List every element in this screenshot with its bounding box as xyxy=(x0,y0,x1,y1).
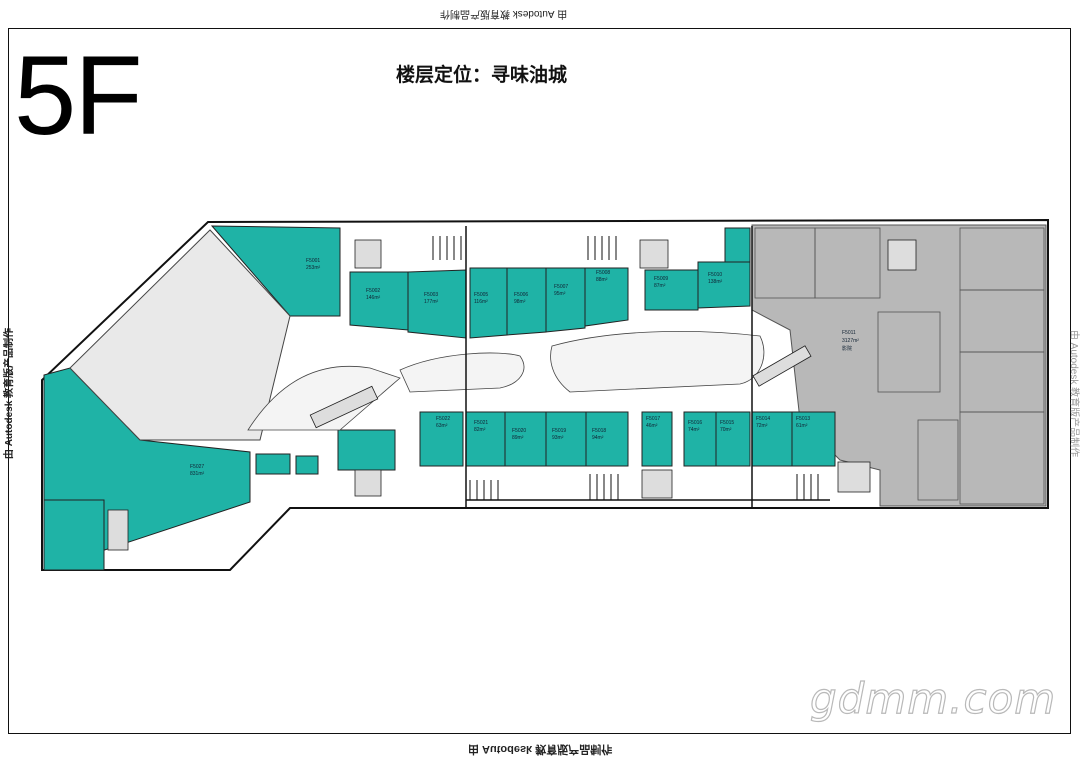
floor-label: 5F xyxy=(14,33,143,158)
bottom-unit-area: 46m² xyxy=(646,423,658,429)
top-unit-id: F5007 xyxy=(554,284,568,290)
atrium-void xyxy=(69,229,291,441)
top-unit-id: F5003 xyxy=(424,292,438,298)
bottom-unit-area: 89m² xyxy=(512,435,524,441)
bottom-unit-area: 831m² xyxy=(190,471,205,477)
top-unit-id: F5008 xyxy=(596,270,610,276)
bottom-unit-area: 94m² xyxy=(592,435,604,441)
bottom-unit-id: F5014 xyxy=(756,416,770,422)
top-unit-id: F5006 xyxy=(514,292,528,298)
top-unit-id: F5001 xyxy=(306,258,320,264)
top-unit-area: 253m² xyxy=(306,265,321,271)
drawing-frame xyxy=(8,28,1071,734)
bottom-unit-id: F5016 xyxy=(688,420,702,426)
page-title: 楼层定位：寻味油城 xyxy=(396,64,568,86)
bottom-unit-area: 74m² xyxy=(688,427,700,433)
bottom-unit-area: 61m² xyxy=(796,423,808,429)
bottom-unit-id: F5013 xyxy=(796,416,810,422)
concourse-void-right xyxy=(550,331,765,393)
bottom-unit-id: F5015 xyxy=(720,420,734,426)
anchor-label-id: F5011 xyxy=(842,330,856,336)
top-unit-area: 95m² xyxy=(554,291,566,297)
bottom-unit-area: 70m² xyxy=(720,427,732,433)
top-unit-id: F5009 xyxy=(654,276,668,282)
bottom-unit-area: 63m² xyxy=(436,423,448,429)
brand-watermark: gdmm.com xyxy=(809,673,1057,723)
top-unit-id: F5010 xyxy=(708,272,722,278)
bottom-unit-id: F5017 xyxy=(646,416,660,422)
bottom-unit-area: 72m² xyxy=(756,423,768,429)
bottom-unit-id: F5027 xyxy=(190,464,204,470)
top-unit-area: 98m² xyxy=(514,299,526,305)
concourse-void-left xyxy=(247,365,401,431)
bottom-unit-id: F5022 xyxy=(436,416,450,422)
top-unit-area: 88m² xyxy=(596,277,608,283)
top-unit-area: 138m² xyxy=(708,279,723,285)
anchor-label-note: 影院 xyxy=(842,345,852,352)
concourse-void-mid xyxy=(399,352,525,393)
top-unit-id: F5002 xyxy=(366,288,380,294)
bottom-unit-id: F5021 xyxy=(474,420,488,426)
top-unit-id: F5005 xyxy=(474,292,488,298)
top-unit-area: 87m² xyxy=(654,283,666,289)
top-unit-area: 146m² xyxy=(366,295,381,301)
top-unit-area: 177m² xyxy=(424,299,439,305)
bottom-unit-id: F5020 xyxy=(512,428,526,434)
anchor-label-area: 3127m² xyxy=(842,338,859,344)
bottom-unit-area: 82m² xyxy=(474,427,486,433)
bottom-unit-id: F5019 xyxy=(552,428,566,434)
bottom-unit-area: 93m² xyxy=(552,435,564,441)
bottom-unit-id: F5018 xyxy=(592,428,606,434)
top-unit-area: 116m² xyxy=(474,299,488,305)
unit-f5001-shape xyxy=(210,225,341,317)
